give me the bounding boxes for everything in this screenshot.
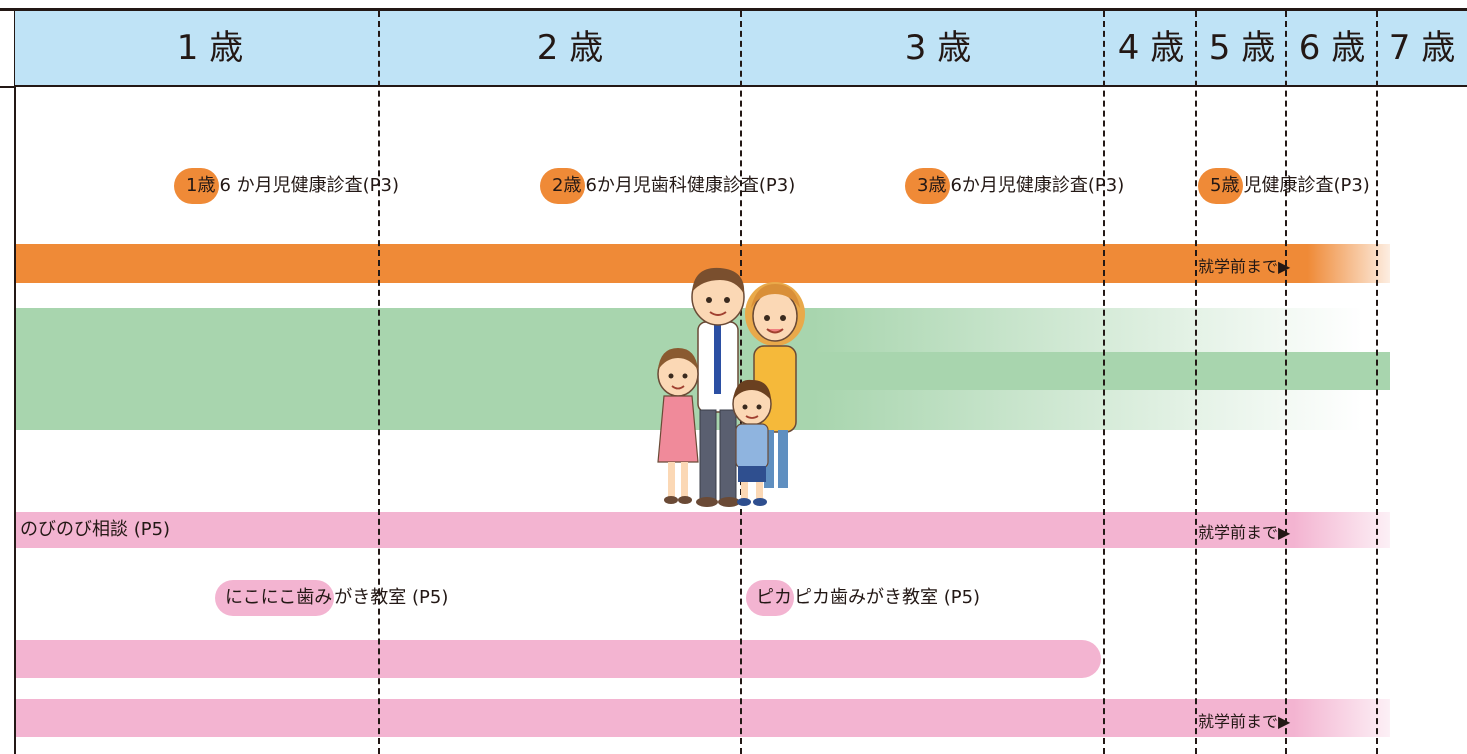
divider-3-4 xyxy=(1103,11,1105,754)
pikapika-class-label: ピカピカ歯みがき教室 (P5) xyxy=(746,580,980,616)
top-rule xyxy=(0,8,1467,11)
left-rule xyxy=(14,10,16,754)
checkup-age-badge: 1歳 xyxy=(174,168,220,204)
checkup-age-badge: 5歳 xyxy=(1198,168,1244,204)
pink-bar-note: 就学前まで▶ xyxy=(1198,523,1291,542)
nikoniko-highlight: にこにこ歯み xyxy=(215,580,335,616)
checkup-age-badge: 2歳 xyxy=(540,168,586,204)
checkup-age-badge: 3歳 xyxy=(905,168,951,204)
age-7: 7 歳 xyxy=(1388,28,1456,68)
divider-4-5 xyxy=(1195,11,1197,754)
girl-figure xyxy=(657,348,699,504)
age-1: 1 歳 xyxy=(176,28,244,68)
checkup-text: 児健康診査(P3) xyxy=(1243,175,1370,196)
pink-bar-bottom xyxy=(16,699,1390,737)
divider-1-2 xyxy=(378,11,380,754)
pink-bar-long xyxy=(16,640,1101,678)
age-4: 4 歳 xyxy=(1117,28,1185,68)
age-2: 2 歳 xyxy=(536,28,604,68)
age-6: 6 歳 xyxy=(1298,28,1366,68)
age-5: 5 歳 xyxy=(1208,28,1276,68)
nobinobi-label: のびのび相談 (P5) xyxy=(20,519,171,540)
checkup-text: 6か月児健康診査(P3) xyxy=(950,175,1125,196)
orange-bar-note: 就学前まで▶ xyxy=(1198,257,1291,276)
pikapika-rest: ピカ歯みがき教室 (P5) xyxy=(794,587,981,608)
pink-bottom-bar-note: 就学前まで▶ xyxy=(1198,712,1291,731)
checkup-text: 6 か月児健康診査(P3) xyxy=(219,175,399,196)
nikoniko-class-label: にこにこ歯みがき教室 (P5) xyxy=(215,580,448,616)
nikoniko-rest: がき教室 (P5) xyxy=(334,587,449,608)
divider-5-6 xyxy=(1285,11,1287,754)
pink-bar-nobinobi xyxy=(16,512,1390,548)
pikapika-highlight: ピカ xyxy=(746,580,794,616)
father-figure xyxy=(691,267,745,507)
age-3: 3 歳 xyxy=(904,28,972,68)
checkup-5y: 5歳児健康診査(P3) xyxy=(1198,168,1370,204)
boy-figure xyxy=(732,379,772,506)
checkup-text: 6か月児歯科健康診査(P3) xyxy=(585,175,796,196)
family-illustration xyxy=(657,267,805,507)
divider-6-7 xyxy=(1376,11,1378,754)
left-tab-rule xyxy=(0,86,15,88)
